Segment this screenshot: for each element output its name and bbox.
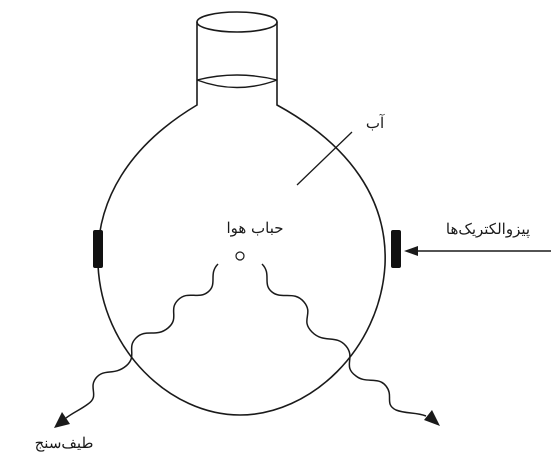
right-light-wave [261,263,427,417]
water-surface-back [196,74,278,81]
right-wave-arrowhead [424,410,440,426]
right-piezoelectric [391,230,401,268]
flask-opening [196,11,278,33]
water-surface [196,79,278,89]
air-bubble-label: حباب هوا [226,219,283,237]
left-light-wave [65,263,219,419]
piezo-input-arrowhead [404,246,418,256]
water-leader-line [296,131,353,186]
left-piezoelectric [93,230,103,268]
spectrometer-label: طیف‌سنج [35,434,94,452]
left-wave-arrowhead [54,412,70,428]
flask-outline [97,22,386,416]
air-bubble [235,251,245,261]
piezoelectrics-label: پیزوالکتریک‌ها [446,220,530,238]
water-label: آب [366,114,385,132]
